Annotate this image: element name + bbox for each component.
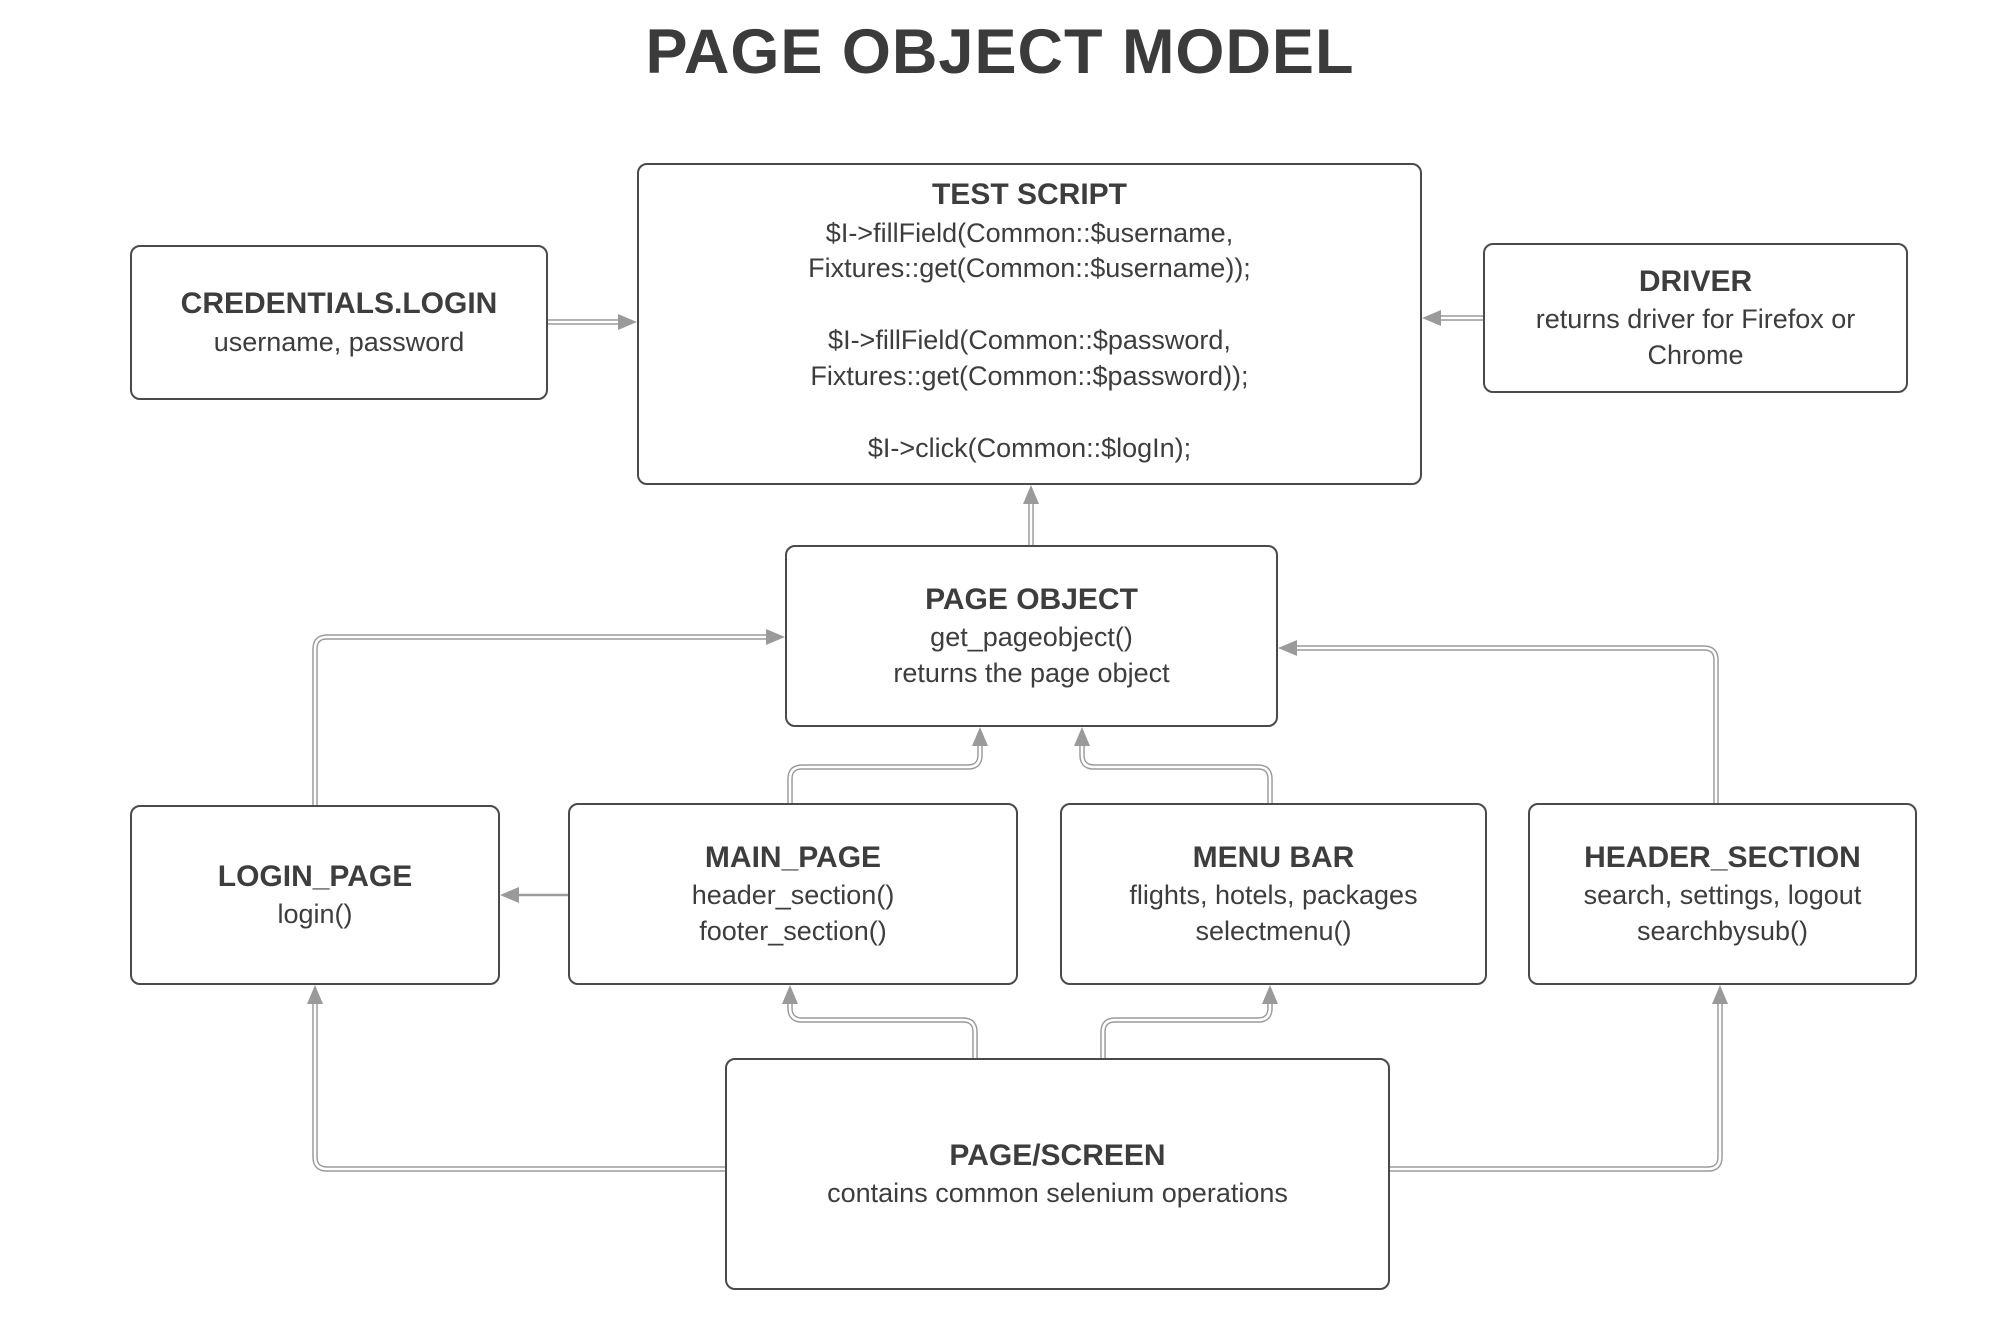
node-header-section-title: HEADER_SECTION (1584, 840, 1861, 874)
node-menu-bar: MENU BAR flights, hotels, packages selec… (1060, 803, 1487, 985)
node-driver: DRIVER returns driver for Firefox or Chr… (1483, 243, 1908, 393)
node-page-object-line: returns the page object (893, 658, 1170, 689)
arrow-login-page-to-page-object (312, 629, 785, 805)
node-menu-bar-title: MENU BAR (1192, 840, 1355, 874)
node-page-screen-title: PAGE/SCREEN (949, 1138, 1166, 1172)
node-main-page: MAIN_PAGE header_section() footer_sectio… (568, 803, 1018, 985)
node-test-script-line: Fixtures::get(Common::$username)); (808, 253, 1251, 284)
arrow-credentials-to-test-script (545, 314, 637, 330)
node-driver-title: DRIVER (1638, 264, 1753, 298)
node-page-screen: PAGE/SCREEN contains common selenium ope… (725, 1058, 1390, 1290)
node-menu-bar-line: flights, hotels, packages (1129, 880, 1418, 911)
node-page-screen-line: contains common selenium operations (827, 1178, 1288, 1209)
node-page-object: PAGE OBJECT get_pageobject() returns the… (785, 545, 1278, 727)
node-test-script-line: $I->fillField(Common::$password, (828, 325, 1231, 356)
arrow-page-screen-to-menu-bar (1100, 985, 1278, 1058)
node-test-script-line: Fixtures::get(Common::$password)); (810, 361, 1249, 392)
node-test-script: TEST SCRIPT $I->fillField(Common::$usern… (637, 163, 1422, 485)
node-page-object-title: PAGE OBJECT (925, 582, 1138, 616)
arrow-main-page-to-login-page (500, 887, 568, 903)
node-login-page: LOGIN_PAGE login() (130, 805, 500, 985)
arrow-driver-to-test-script (1422, 310, 1483, 326)
node-login-page-title: LOGIN_PAGE (217, 859, 413, 893)
diagram-title: PAGE OBJECT MODEL (645, 17, 1355, 87)
arrow-main-page-to-page-object (787, 727, 988, 803)
arrow-page-screen-to-header-section (1388, 985, 1728, 1172)
node-driver-line: returns driver for Firefox or Chrome (1535, 304, 1856, 371)
node-credentials-login-line: username, password (213, 326, 465, 357)
node-test-script-line: $I->fillField(Common::$username, (825, 217, 1234, 248)
node-credentials-login-title: CREDENTIALS.LOGIN (180, 287, 498, 321)
node-credentials-login: CREDENTIALS.LOGIN username, password (130, 245, 548, 400)
arrow-page-screen-to-main-page (782, 985, 978, 1058)
node-page-object-line: get_pageobject() (930, 622, 1133, 653)
arrow-page-object-to-test-script (1023, 485, 1039, 545)
node-main-page-line: footer_section() (699, 916, 887, 947)
node-header-section-line: search, settings, logout (1583, 880, 1862, 911)
arrow-page-screen-to-login-page (307, 985, 727, 1172)
node-main-page-title: MAIN_PAGE (704, 840, 882, 874)
node-main-page-line: header_section() (691, 880, 895, 911)
node-login-page-line: login() (277, 899, 353, 930)
arrow-header-section-to-page-object (1278, 640, 1719, 803)
node-test-script-line: $I->click(Common::$logIn); (867, 432, 1192, 463)
node-header-section: HEADER_SECTION search, settings, logout … (1528, 803, 1917, 985)
node-test-script-title: TEST SCRIPT (931, 178, 1127, 211)
node-header-section-line: searchbysub() (1636, 916, 1809, 947)
node-menu-bar-line: selectmenu() (1195, 916, 1352, 947)
arrow-menu-bar-to-page-object (1074, 727, 1273, 803)
